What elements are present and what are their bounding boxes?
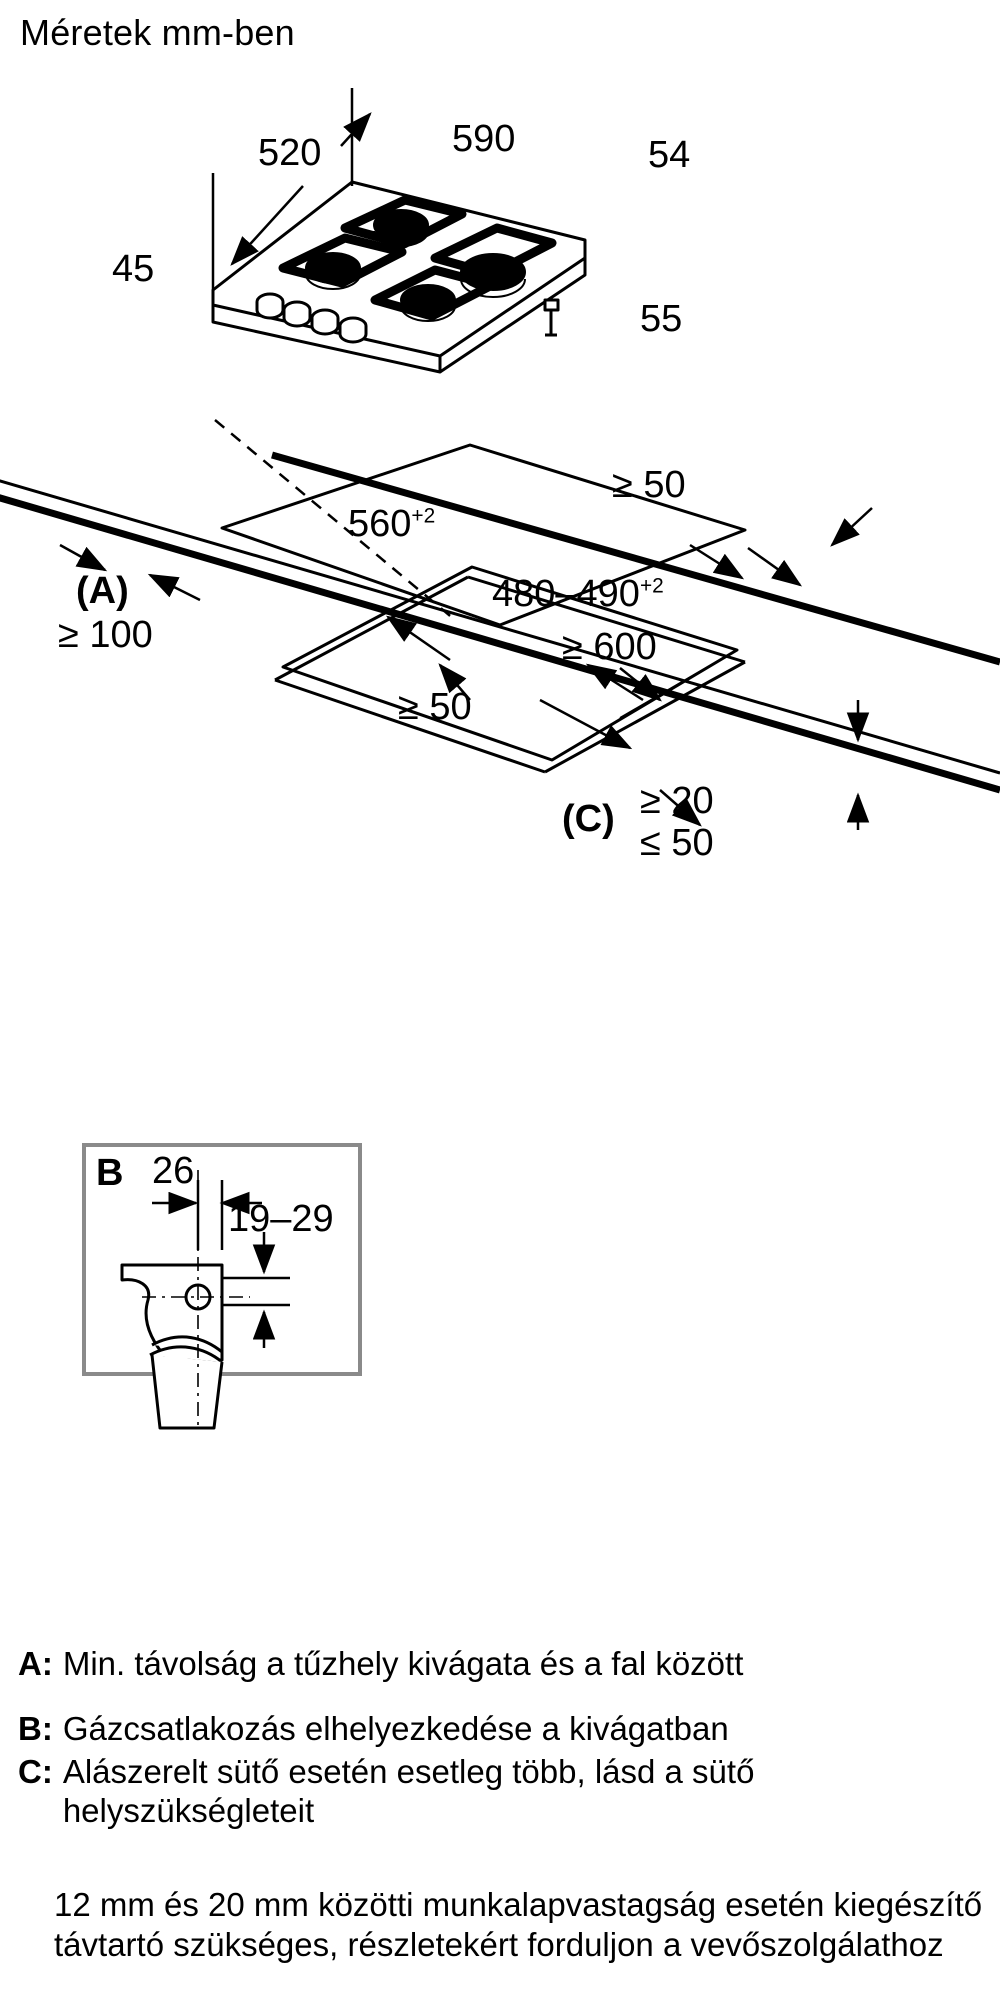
cutout-depth-value: 480–490 [492,573,640,615]
dim-wall-distance-a-100: ≥ 100 [58,614,153,656]
legend-text-a: Min. távolság a tűzhely kivágata és a fa… [62,1645,744,1682]
legend-row-c: C: Alászerelt sütő esetén esetleg több, … [18,1753,978,1831]
label-a-marker: (A) [76,570,129,612]
dim-cutout-depth-480-490: 480–490+2 [492,575,664,613]
legend-row-a: A: Min. távolság a tűzhely kivágata és a… [18,1645,978,1684]
dim-body-height-55: 55 [640,298,683,340]
legend-text-c: Alászerelt sütő esetén esetleg több, lás… [62,1752,755,1829]
dim-depth-520: 520 [258,132,322,174]
dim-rear-gap-50: ≥ 50 [612,464,686,506]
legend-text-b: Gázcsatlakozás elhelyezkedése a kivágatb… [62,1709,729,1747]
dim-front-gap-50: ≥ 50 [398,686,472,728]
legend-key-b: B: [18,1709,53,1747]
dim-cutout-width-560: 560+2 [348,505,435,543]
label-c-marker: (C) [562,798,615,840]
dim-top-frame-54: 54 [648,134,691,176]
dim-worktop-clearance-600: ≥ 600 [562,626,657,668]
legend-list: A: Min. távolság a tűzhely kivágata és a… [18,1645,978,1857]
page-title: Méretek mm-ben [20,12,295,53]
dim-front-lip-45: 45 [112,248,155,290]
legend-key-c: C: [18,1752,53,1790]
cutout-depth-tolerance: +2 [639,574,664,598]
legend-key-a: A: [18,1645,53,1682]
dim-gas-offset-26: 26 [152,1150,195,1192]
dim-overhang-min-20: ≥ 20 [640,780,714,822]
legend-row-b: B: Gázcsatlakozás elhelyezkedése a kivág… [18,1710,978,1749]
cutout-width-tolerance: +2 [411,504,436,528]
dim-overhang-max-50: ≤ 50 [640,822,714,864]
dim-width-590: 590 [452,118,516,160]
cutout-width-value: 560 [348,503,412,545]
detail-b-label: B [96,1152,124,1194]
footnote-text: 12 mm és 20 mm közötti munkalapvastagság… [54,1886,983,1963]
